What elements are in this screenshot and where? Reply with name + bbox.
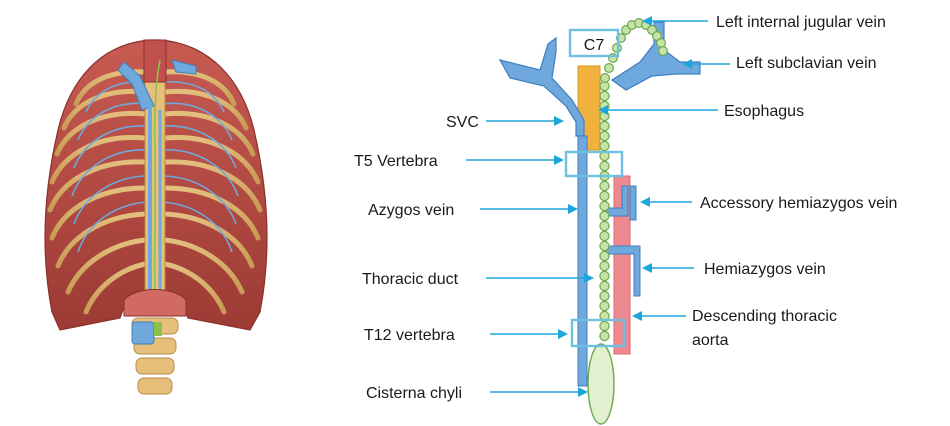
- duct-bead: [599, 140, 610, 152]
- duct-bead: [599, 280, 610, 292]
- arrowhead: [568, 204, 578, 214]
- label-descending-aorta-line2: aorta: [692, 332, 729, 349]
- illustration-diaphragm: [123, 289, 187, 317]
- label-cisterna-chyli: Cisterna chyli: [366, 385, 462, 402]
- duct-bead: [599, 72, 610, 83]
- t12-box: [570, 318, 626, 348]
- rib: [83, 261, 148, 315]
- accessory-hemiazygos-shape: [603, 185, 629, 217]
- rib-cage-illustration: [44, 39, 268, 395]
- label-left-subclavian-vein: Left subclavian vein: [736, 55, 877, 72]
- duct-bead: [599, 270, 610, 282]
- label-hemiazygos-vein: Hemiazygos vein: [704, 261, 826, 278]
- left-subclavian-vessel: [610, 21, 701, 91]
- duct-bead: [599, 260, 610, 272]
- svc-vessel: [498, 36, 585, 137]
- schematic: C7: [498, 18, 701, 425]
- label-azygos-vein: Azygos vein: [368, 202, 454, 219]
- arrowhead: [554, 155, 564, 165]
- arrowhead: [598, 105, 608, 115]
- rib: [49, 185, 148, 241]
- t5-box: [564, 150, 624, 178]
- duct-bead: [599, 120, 610, 132]
- duct-bead: [599, 330, 610, 342]
- duct-bead: [657, 45, 668, 56]
- arrowhead: [642, 263, 652, 273]
- duct-bead: [599, 160, 610, 172]
- illustration-left-subclavian: [171, 59, 197, 75]
- label-left-internal-jugular-vein: Left internal jugular vein: [716, 14, 886, 31]
- rib: [162, 185, 261, 241]
- label-t5-vertebra: T5 Vertebra: [354, 153, 438, 170]
- rib: [162, 237, 245, 295]
- duct-bead: [599, 290, 610, 302]
- illustration-trachea: [143, 39, 167, 83]
- intercostal-veins: [71, 80, 239, 253]
- duct-bead: [599, 300, 610, 312]
- rib: [162, 69, 237, 107]
- arrowhead: [554, 116, 564, 126]
- label-esophagus: Esophagus: [724, 103, 804, 120]
- label-svc: SVC: [446, 114, 479, 131]
- illustration-cisterna: [131, 321, 155, 345]
- duct-bead: [599, 320, 610, 332]
- rib: [65, 237, 148, 295]
- label-t12-vertebra: T12 vertebra: [364, 327, 455, 344]
- c7-box: [568, 28, 620, 58]
- azygos-vein-shape: [577, 135, 588, 387]
- duct-bead: [599, 220, 610, 232]
- arrowhead: [632, 311, 642, 321]
- thoracic-duct-shape: [599, 18, 668, 342]
- label-thoracic-duct: Thoracic duct: [362, 271, 459, 288]
- labels: Left internal jugular vein Left subclavi…: [354, 14, 897, 402]
- duct-bead: [599, 90, 610, 102]
- arrowhead: [682, 59, 692, 69]
- duct-bead: [599, 130, 610, 142]
- c7-label: C7: [584, 37, 605, 54]
- duct-bead: [599, 230, 610, 242]
- arrowhead: [578, 387, 588, 397]
- duct-bead: [655, 37, 666, 48]
- arrowhead: [558, 329, 568, 339]
- arrowhead: [640, 197, 650, 207]
- duct-bead: [599, 200, 610, 212]
- duct-bead: [599, 240, 610, 252]
- arrowhead: [584, 273, 594, 283]
- duct-bead: [599, 250, 610, 262]
- arrowhead: [642, 16, 652, 26]
- cisterna-chyli-shape: [587, 343, 615, 425]
- label-descending-aorta-line1: Descending thoracic: [692, 308, 837, 325]
- rib: [162, 261, 227, 315]
- illustration-cisterna-green: [154, 322, 162, 336]
- accessory-hemiazygos-trunk: [629, 185, 637, 221]
- illustration-brachiocephalic: [117, 61, 155, 111]
- duct-bead: [599, 210, 610, 222]
- duct-bead: [599, 190, 610, 202]
- label-accessory-hemiazygos-vein: Accessory hemiazygos vein: [700, 195, 897, 212]
- illustration-thoracic-duct: [153, 59, 161, 291]
- duct-bead: [599, 180, 610, 192]
- duct-bead: [603, 62, 614, 73]
